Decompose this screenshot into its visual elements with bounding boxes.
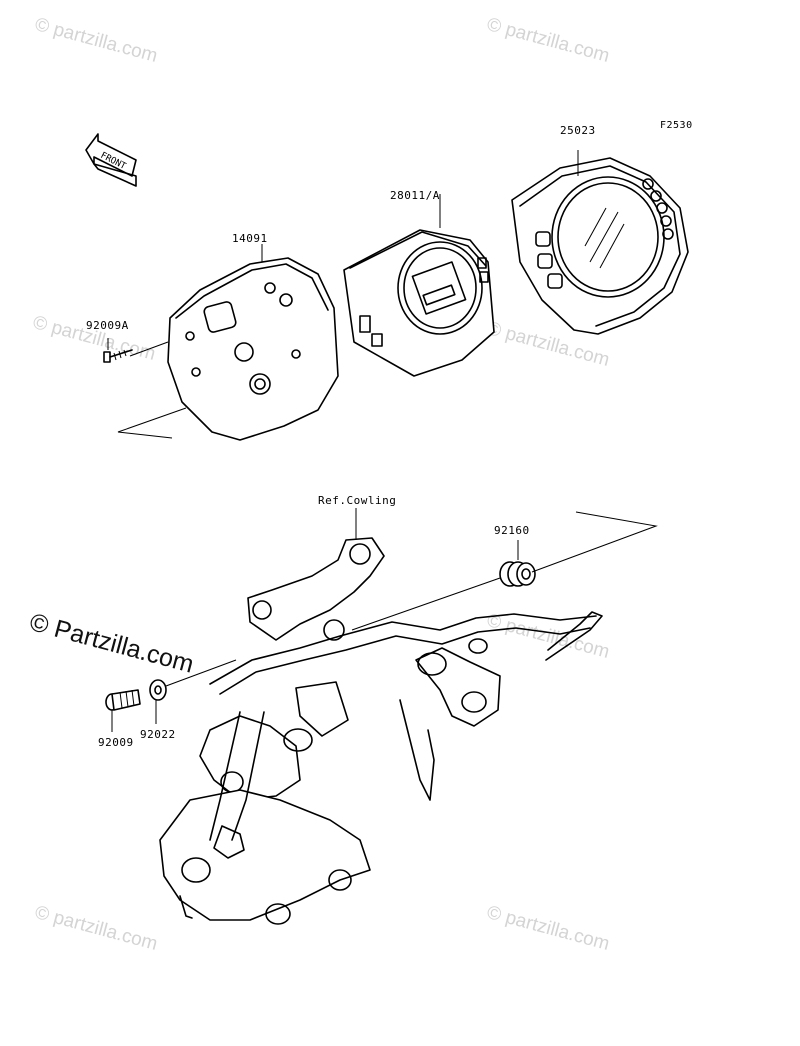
ref-cowling-label: Ref.Cowling [318,494,397,507]
screw-92009A-icon [103,338,133,363]
part-label-92009: 92009 [98,736,134,749]
meter-assembly-28011 [343,194,495,377]
part-label-14091: 14091 [232,232,268,245]
part-label-92022: 92022 [140,728,176,741]
meter-stay-bracket [159,537,603,925]
bolt-92009-icon [105,689,141,732]
meter-cover-25023 [511,150,689,335]
meter-case-14091 [117,244,339,441]
part-label-92160: 92160 [494,524,530,537]
grommet-92160-icon [351,511,658,631]
front-arrow-icon: FRONT [85,133,137,187]
figure-code: F2530 [660,120,693,131]
part-label-25023: 25023 [560,124,596,137]
part-label-28011: 28011/A [390,189,440,202]
part-label-92009A: 92009A [86,319,129,332]
washer-92022-icon [149,659,237,724]
